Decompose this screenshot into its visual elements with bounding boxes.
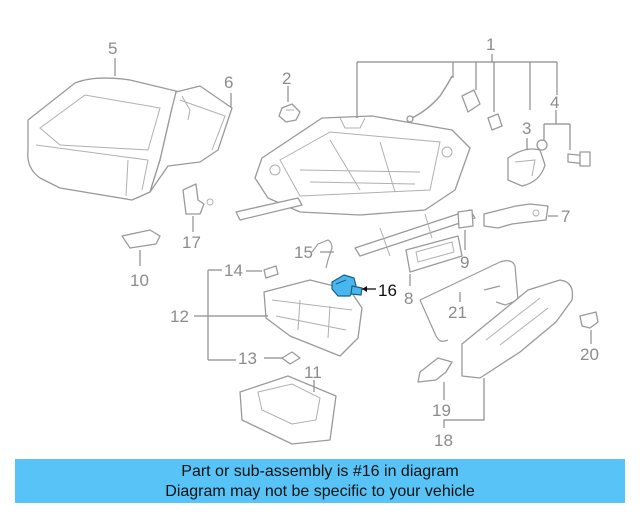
part-15-clip[interactable] <box>311 239 333 269</box>
callout-12: 12 <box>170 307 189 326</box>
part-16-highlighted[interactable] <box>331 274 363 297</box>
part-18-side-cover[interactable] <box>461 279 574 379</box>
leader-16 <box>362 286 376 292</box>
banner-line-1: Part or sub-assembly is #16 in diagram <box>181 463 459 480</box>
callout-13: 13 <box>238 349 257 368</box>
callout-9: 9 <box>460 253 469 272</box>
callout-18: 18 <box>434 431 453 450</box>
part-9-block[interactable] <box>457 209 474 229</box>
callout-14: 14 <box>224 261 243 280</box>
callout-15: 15 <box>294 243 313 262</box>
info-banner: Part or sub-assembly is #16 in diagram D… <box>15 459 625 503</box>
callout-20: 20 <box>580 345 599 364</box>
callout-8: 8 <box>404 289 413 308</box>
part-10-pad[interactable] <box>121 229 161 249</box>
callout-10: 10 <box>130 271 149 290</box>
callout-21: 21 <box>448 303 467 322</box>
part-2-clip[interactable] <box>278 103 301 123</box>
banner-line-2: Diagram may not be specific to your vehi… <box>165 483 475 500</box>
callout-19: 19 <box>432 401 451 420</box>
part-4-bolt[interactable] <box>536 139 591 167</box>
callout-5: 5 <box>108 39 117 58</box>
callout-2: 2 <box>282 69 291 88</box>
part-12-tray-housing[interactable] <box>263 279 363 357</box>
part-8-trim[interactable] <box>405 235 463 273</box>
part-6-cushion-cover[interactable] <box>149 85 233 193</box>
part-1-components[interactable] <box>406 75 503 131</box>
callout-numbers: 1 2 3 4 5 6 7 8 9 10 11 12 13 14 15 16 1… <box>108 35 599 450</box>
part-14-screw[interactable] <box>263 265 279 279</box>
part-11-drawer[interactable] <box>239 375 337 445</box>
callout-16: 16 <box>378 281 397 300</box>
callout-1: 1 <box>486 35 495 54</box>
part-21-wire[interactable] <box>419 260 519 342</box>
part-17-bracket[interactable] <box>182 183 214 215</box>
part-13-clip[interactable] <box>281 351 301 365</box>
callout-7: 7 <box>561 207 570 226</box>
leader-lines <box>114 54 592 428</box>
part-3-cover[interactable] <box>507 148 546 187</box>
seat-frame[interactable] <box>235 115 476 257</box>
parts-diagram: 1 2 3 4 5 6 7 8 9 10 11 12 13 14 15 16 1… <box>27 35 599 450</box>
callout-4: 4 <box>550 93 559 112</box>
callout-17: 17 <box>182 233 201 252</box>
part-20-clip[interactable] <box>579 311 599 329</box>
part-19-bracket[interactable] <box>417 357 453 383</box>
part-7-bracket[interactable] <box>483 203 549 229</box>
callout-3: 3 <box>522 119 531 138</box>
callout-11: 11 <box>304 363 322 382</box>
callout-6: 6 <box>224 73 233 92</box>
